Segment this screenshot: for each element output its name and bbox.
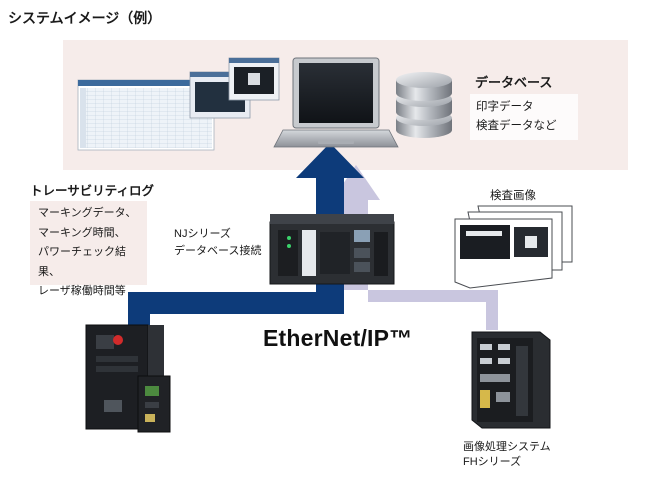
vision-system-label-line: 画像処理システム	[463, 441, 551, 453]
traceability-item: マーキング時間、	[38, 226, 126, 239]
laser-marker-icon	[85, 324, 171, 433]
database-icon	[396, 72, 452, 138]
network-arrow-dark	[128, 143, 364, 350]
laptop-icon	[273, 57, 399, 148]
nj-controller-icon	[269, 214, 395, 285]
network-label: EtherNet/IP™	[263, 325, 413, 351]
diagram-title: システムイメージ（例）	[8, 10, 162, 26]
traceability-title: トレーサビリティログ	[30, 184, 155, 198]
database-title: データベース	[475, 75, 553, 90]
traceability-item: パワーチェック結果、	[38, 246, 126, 278]
inspection-screenshot-windows	[189, 57, 280, 119]
traceability-item: マーキングデータ、	[38, 207, 137, 219]
database-item: 検査データなど	[476, 120, 557, 132]
vision-system-label: 画像処理システム FHシリーズ	[463, 440, 551, 470]
vision-system-icon	[471, 331, 551, 429]
inspection-image-stack	[454, 205, 573, 289]
database-item: 印字データ	[476, 101, 534, 113]
vision-system-label-line: FHシリーズ	[463, 456, 522, 468]
controller-label-line: データベース接続	[174, 245, 262, 257]
controller-label-line: NJシリーズ	[174, 228, 231, 240]
controller-label: NJシリーズ データベース接続	[174, 226, 261, 260]
traceability-item: レーザ稼働時間等	[38, 285, 126, 297]
inspection-image-label: 検査画像	[490, 190, 536, 202]
database-detail-box: 印字データ 検査データなど	[470, 94, 578, 140]
traceability-detail-box: マーキングデータ、 マーキング時間、 パワーチェック結果、 レーザ稼働時間等	[30, 201, 147, 297]
